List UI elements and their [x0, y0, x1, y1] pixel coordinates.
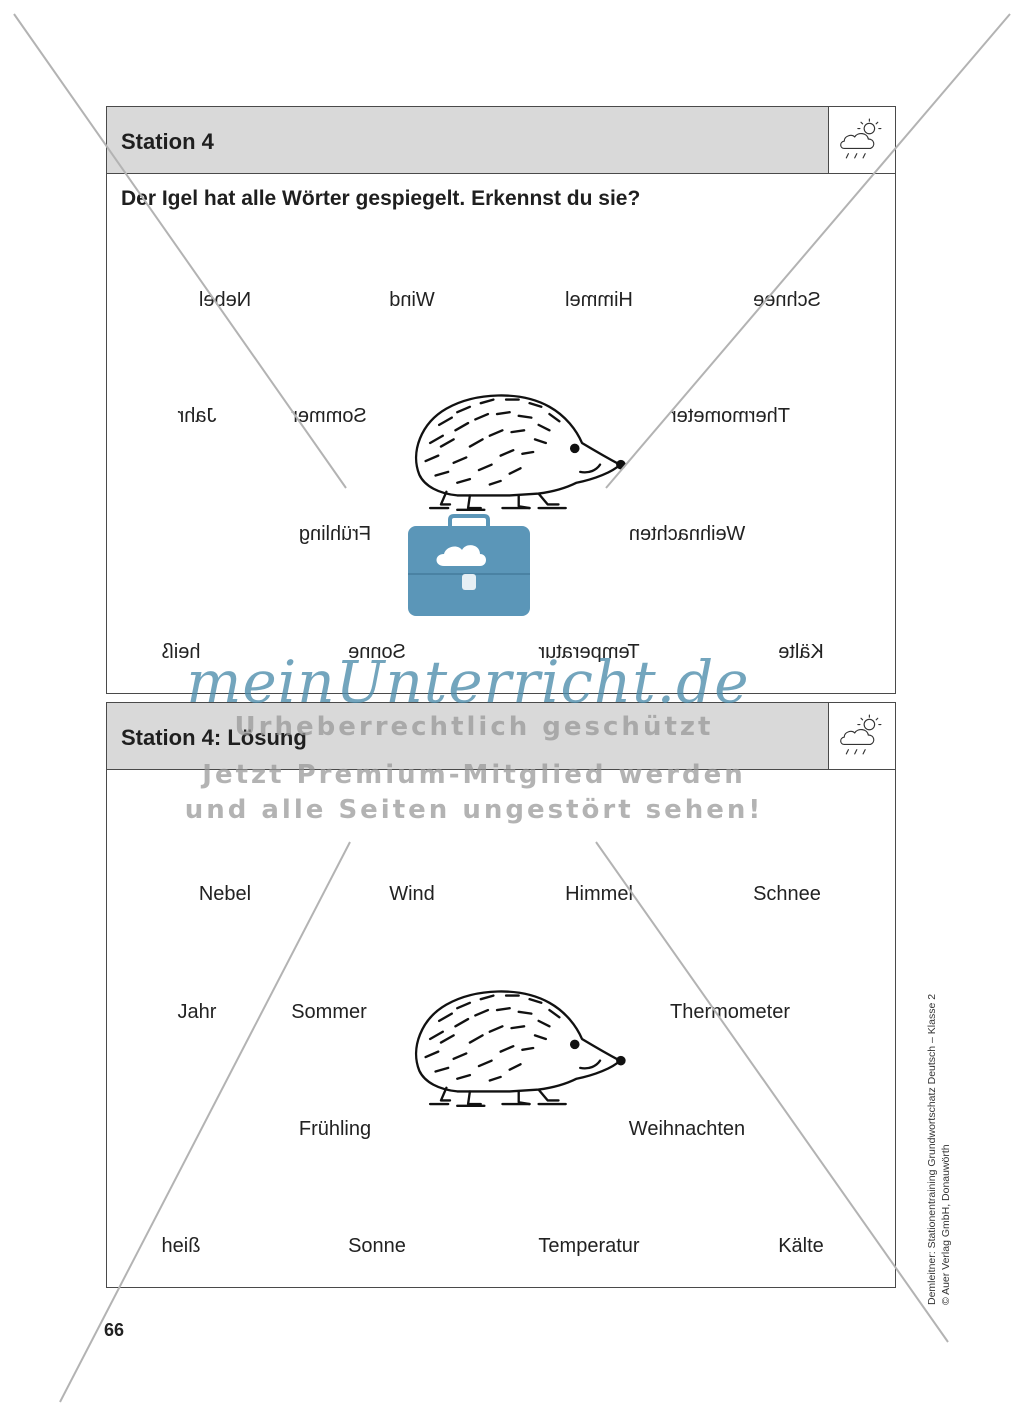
- watermark-text: Urheberrechtlich geschützt: [234, 712, 714, 742]
- solution-word: Sonne: [348, 1235, 406, 1257]
- solution-word: heiß: [161, 1235, 201, 1257]
- station-title: Station 4: [121, 129, 214, 154]
- solution-word: Weihnachten: [628, 1118, 746, 1140]
- mirrored-word: Sommer: [291, 405, 367, 427]
- credit-line: © Auer Verlag GmbH, Donauwörth: [940, 1144, 952, 1305]
- mirrored-word: Jahr: [177, 405, 217, 427]
- solution-word: Kälte: [778, 1235, 824, 1257]
- solution-word: Nebel: [198, 883, 252, 905]
- watermark-text: Jetzt Premium-Mitglied werden: [202, 760, 746, 790]
- mirrored-word: Himmel: [565, 289, 633, 311]
- solution-word: Sommer: [291, 1001, 367, 1023]
- weather-sun-cloud-icon: [840, 714, 882, 755]
- solution-word: Temperatur: [538, 1235, 640, 1257]
- publisher-credit: Demleitner: Stationentraining Grundworts…: [925, 994, 953, 1305]
- solution-word: Wind: [389, 883, 435, 905]
- watermark-logo: meinUnterricht.de: [186, 648, 750, 716]
- mirrored-word: Wind: [389, 289, 435, 311]
- hedgehog-illustration: [414, 394, 626, 512]
- station-header: Station 4: [107, 107, 895, 174]
- solution-word: Schnee: [753, 883, 821, 905]
- solution-title: Station 4: Lösung: [121, 725, 307, 750]
- solution-word: Thermometer: [669, 1001, 791, 1023]
- weather-icon-box: [828, 703, 895, 769]
- mirrored-word: Weihnachten: [628, 523, 746, 545]
- mirrored-word: Schnee: [753, 289, 821, 311]
- station-card: Station 4 Der Igel hat alle Wörter gespi…: [106, 106, 896, 694]
- station-instruction: Der Igel hat alle Wörter gespiegelt. Erk…: [121, 187, 641, 210]
- solution-word: Frühling: [298, 1118, 372, 1140]
- mirrored-word: Kälte: [778, 641, 824, 663]
- credit-line: Demleitner: Stationentraining Grundworts…: [926, 993, 938, 1305]
- weather-icon-box: [828, 107, 895, 173]
- solution-header: Station 4: Lösung: [107, 703, 895, 770]
- solution-word: Himmel: [565, 883, 633, 905]
- mirrored-word: Thermometer: [669, 405, 791, 427]
- page-number: 66: [104, 1320, 125, 1340]
- solution-word: Jahr: [177, 1001, 217, 1023]
- mirrored-word: Frühling: [298, 523, 372, 545]
- weather-sun-cloud-icon: [840, 118, 882, 159]
- watermark-text: und alle Seiten ungestört sehen!: [184, 795, 764, 825]
- hedgehog-illustration: [414, 990, 626, 1108]
- mirrored-word: Nebel: [198, 289, 252, 311]
